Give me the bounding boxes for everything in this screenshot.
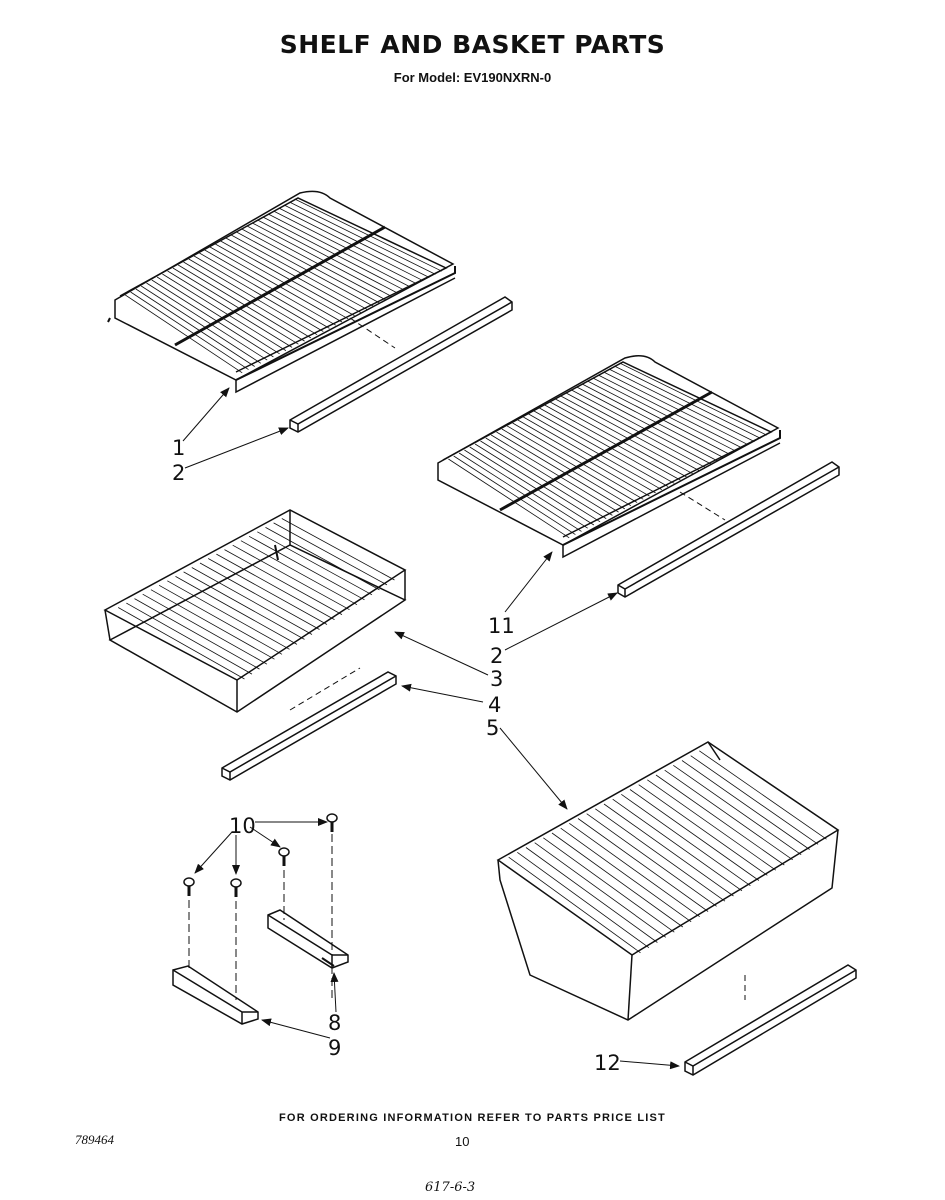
screw-4: [230, 878, 242, 1000]
basket-trim: [221, 667, 397, 781]
shelf-trim-upper: [289, 296, 513, 433]
slide-right: [267, 909, 349, 969]
wire-basket-small: [103, 509, 407, 713]
wire-basket-large: [496, 741, 840, 1021]
callout-11: 11: [488, 614, 515, 638]
basket-trim-large: [684, 964, 857, 1076]
shelf-trim-right: [617, 461, 840, 598]
callout-10: 10: [229, 814, 256, 838]
callout-12: 12: [594, 1051, 621, 1075]
handwritten-note: 617-6-3: [425, 1180, 476, 1195]
callout-5: 5: [486, 716, 499, 740]
callout-1: 1: [172, 436, 185, 460]
slide-left: [172, 965, 259, 1025]
callout-leaders: [182, 387, 680, 1070]
model-subtitle: For Model: EV190NXRN-0: [393, 70, 552, 85]
screw-3: [183, 877, 195, 968]
screw-1: [326, 813, 338, 1000]
callout-3: 3: [490, 667, 503, 691]
callout-2-right: 2: [490, 644, 503, 668]
wire-shelf-right: [437, 355, 781, 559]
wire-shelf-upper: [107, 190, 456, 394]
ordering-note: FOR ORDERING INFORMATION REFER TO PARTS …: [279, 1112, 666, 1124]
callout-2-upper: 2: [172, 461, 185, 485]
page-number: 10: [455, 1134, 470, 1149]
document-number: 789464: [75, 1132, 114, 1147]
screw-2: [278, 847, 290, 920]
page-title: SHELF AND BASKET PARTS: [279, 30, 666, 59]
callout-9: 9: [328, 1036, 341, 1060]
screws: [183, 813, 338, 1000]
callout-4: 4: [488, 693, 501, 717]
callout-8: 8: [328, 1011, 341, 1035]
